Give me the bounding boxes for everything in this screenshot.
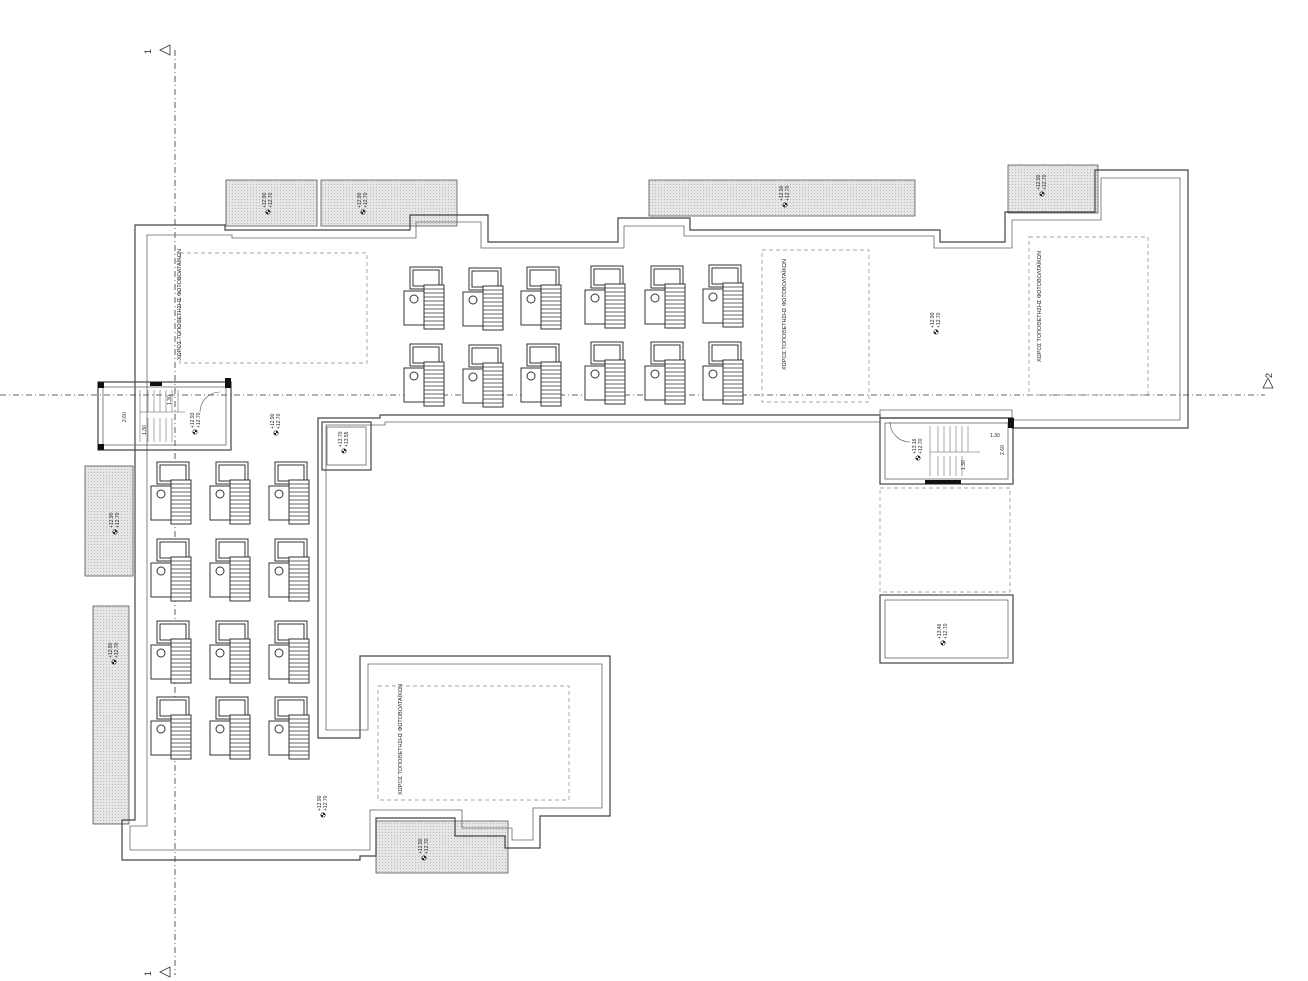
elev-a1: +12.90 bbox=[262, 192, 268, 208]
stair-left-dim-260: 2.60 bbox=[122, 412, 128, 422]
stair-right-elev-b: +12.70 bbox=[918, 438, 924, 454]
roof-parapet bbox=[121, 169, 1189, 861]
stair-right-dim-130b: 1.30 bbox=[990, 433, 1000, 439]
elevation-markers: +12.90 +12.70 +12.90 +12.70 +12.90 +12.7… bbox=[108, 174, 1048, 861]
small-roof-structures bbox=[321, 421, 1014, 664]
elev-c2: +12.70 bbox=[785, 185, 791, 201]
hatched-roof-zones bbox=[84, 164, 1099, 874]
stair-left-dim-130b: 1.30 bbox=[167, 395, 173, 405]
elev-h2: +12.70 bbox=[115, 512, 121, 528]
elev-d2: +12.70 bbox=[1042, 174, 1048, 190]
stair-right-dim-260: 2.60 bbox=[1000, 445, 1006, 455]
elev-j2: +12.70 bbox=[943, 623, 949, 639]
elev-l1: +12.90 bbox=[418, 838, 424, 854]
stairwell-right: 2.60 1.30 1.30 +13.16 +12.70 bbox=[879, 417, 1014, 485]
elev-g1: +13.70 bbox=[338, 431, 344, 447]
pv-area-label-2: ΧΩΡΟΣ ΤΟΠΟΘΕΤΗΣΗΣ ΦΩΤΟΒΟΛΤΑΪΚΩΝ bbox=[781, 259, 788, 370]
elev-i2: +12.70 bbox=[114, 642, 120, 658]
elev-b2: +12.70 bbox=[363, 192, 369, 208]
section-label-right: 2 bbox=[1264, 373, 1274, 378]
pv-area-label-3: ΧΩΡΟΣ ΤΟΠΟΘΕΤΗΣΗΣ ΦΩΤΟΒΟΛΤΑΪΚΩΝ bbox=[1036, 251, 1043, 362]
elev-k2: +12.70 bbox=[323, 795, 329, 811]
elev-b1: +12.90 bbox=[357, 192, 363, 208]
elev-c1: +12.90 bbox=[779, 185, 785, 201]
stair-right-dim-130a: 1.30 bbox=[961, 460, 967, 470]
pv-area-label-1: ΧΩΡΟΣ ΤΟΠΟΘΕΤΗΣΗΣ ΦΩΤΟΒΟΛΤΑΪΚΩΝ bbox=[176, 249, 183, 360]
elev-d1: +12.90 bbox=[1036, 174, 1042, 190]
elev-l2: +12.70 bbox=[424, 838, 430, 854]
elev-a2: +12.70 bbox=[268, 192, 274, 208]
elev-e2: +12.70 bbox=[936, 312, 942, 328]
pv-area-label-4: ΧΩΡΟΣ ΤΟΠΟΘΕΤΗΣΗΣ ΦΩΤΟΒΟΛΤΑΪΚΩΝ bbox=[397, 684, 404, 795]
section-label-top: 1 bbox=[143, 49, 153, 54]
elev-f1: +12.90 bbox=[270, 413, 276, 429]
solar-heaters-upper bbox=[403, 264, 744, 408]
stair-left-elev-a: +12.93 bbox=[190, 412, 196, 428]
elev-i1: +12.90 bbox=[108, 642, 114, 658]
stair-left-elev-b: +12.70 bbox=[196, 412, 202, 428]
elev-k1: +12.90 bbox=[317, 795, 323, 811]
stair-left-dim-130a: 1.30 bbox=[142, 425, 148, 435]
elev-h1: +12.90 bbox=[109, 512, 115, 528]
section-axis-1: 1 1 2 bbox=[0, 44, 1274, 978]
section-label-bottom: 1 bbox=[143, 971, 153, 976]
elev-j1: +13.46 bbox=[937, 623, 943, 639]
pv-placement-areas bbox=[179, 236, 1149, 801]
stairwell-left: 2.60 1.30 1.30 +12.93 +12.70 bbox=[97, 378, 232, 451]
elev-f2: +12.70 bbox=[276, 413, 282, 429]
elev-e1: +12.90 bbox=[930, 312, 936, 328]
stair-right-elev-a: +13.16 bbox=[912, 438, 918, 454]
elev-g2: +13.55 bbox=[344, 431, 350, 447]
